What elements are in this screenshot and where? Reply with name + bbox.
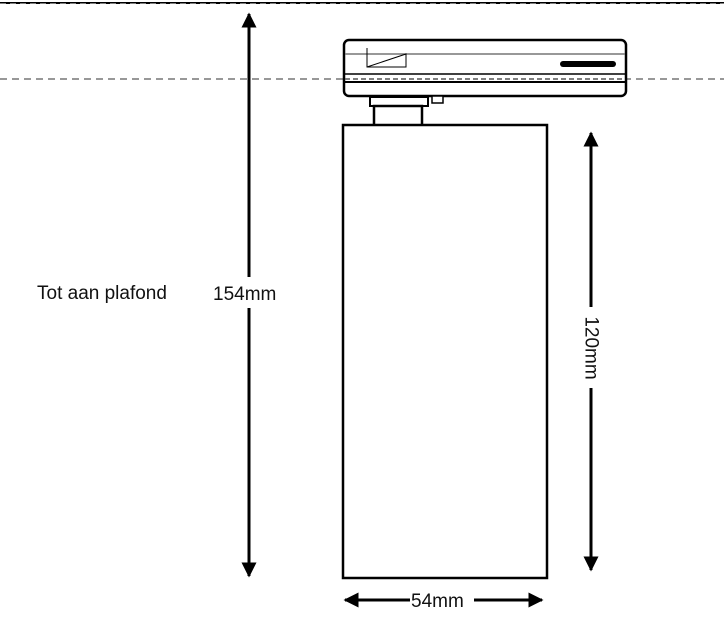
lamp-body	[341, 123, 549, 580]
slot-bar	[560, 61, 616, 67]
track-adapter-housing	[342, 38, 628, 98]
ceiling-label: Tot aan plafond	[37, 283, 167, 304]
connector-neck	[369, 95, 444, 128]
switch-symbol-icon	[366, 48, 407, 68]
total-height-label: 154mm	[213, 284, 277, 305]
body-width-label: 54mm	[411, 591, 464, 612]
ceiling-line	[0, 2, 724, 5]
body-height-label: 120mm	[580, 316, 602, 380]
